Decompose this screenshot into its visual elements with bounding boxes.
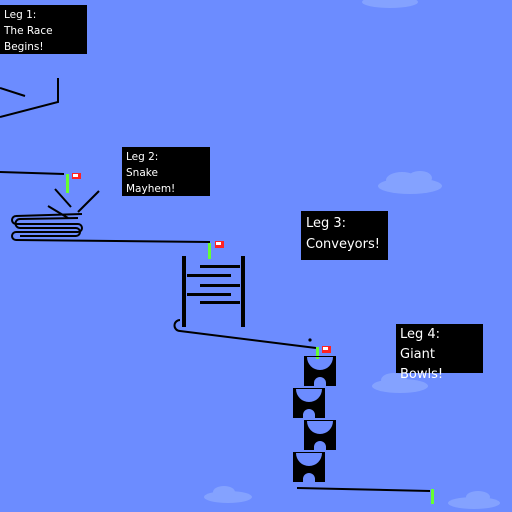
leg-3-title: Leg 3: bbox=[306, 216, 347, 231]
leg-4-label: Leg 4: Giant Bowls! bbox=[396, 324, 483, 382]
finish-pole-icon bbox=[431, 489, 434, 504]
leg-2-label: Leg 2: Snake Mayhem! bbox=[122, 147, 210, 196]
leg4-giant-bowls bbox=[293, 356, 336, 482]
checkpoint-flag-icon bbox=[66, 173, 81, 193]
leg-1-subtitle-line-1: The Race bbox=[4, 25, 53, 37]
leg3-conveyors bbox=[173, 256, 317, 349]
leg-4-subtitle: Giant Bowls! bbox=[400, 347, 444, 382]
cloud-icon bbox=[372, 373, 428, 393]
cloud-icon bbox=[448, 491, 500, 509]
leg-3-subtitle: Conveyors! bbox=[306, 237, 380, 252]
checkpoint-flag-icon bbox=[208, 241, 224, 259]
leg-2-title: Leg 2: bbox=[126, 151, 159, 163]
leg-1-subtitle-line-2: Begins! bbox=[4, 41, 44, 53]
leg-3-label: Leg 3: Conveyors! bbox=[301, 211, 388, 260]
leg-4-title: Leg 4: bbox=[400, 327, 441, 342]
leg1-ramps bbox=[0, 78, 65, 175]
finish-track bbox=[296, 487, 431, 492]
leg-1-title: Leg 1: bbox=[4, 9, 37, 21]
cloud-icon bbox=[204, 486, 252, 503]
leg-1-label: Leg 1: The Race Begins! bbox=[0, 5, 87, 54]
cloud-icon bbox=[362, 0, 418, 8]
leg2-snake-track bbox=[11, 188, 211, 243]
checkpoint-flag-icon bbox=[316, 346, 331, 359]
cloud-icon bbox=[378, 171, 442, 194]
leg-2-subtitle: Snake Mayhem! bbox=[126, 167, 176, 195]
